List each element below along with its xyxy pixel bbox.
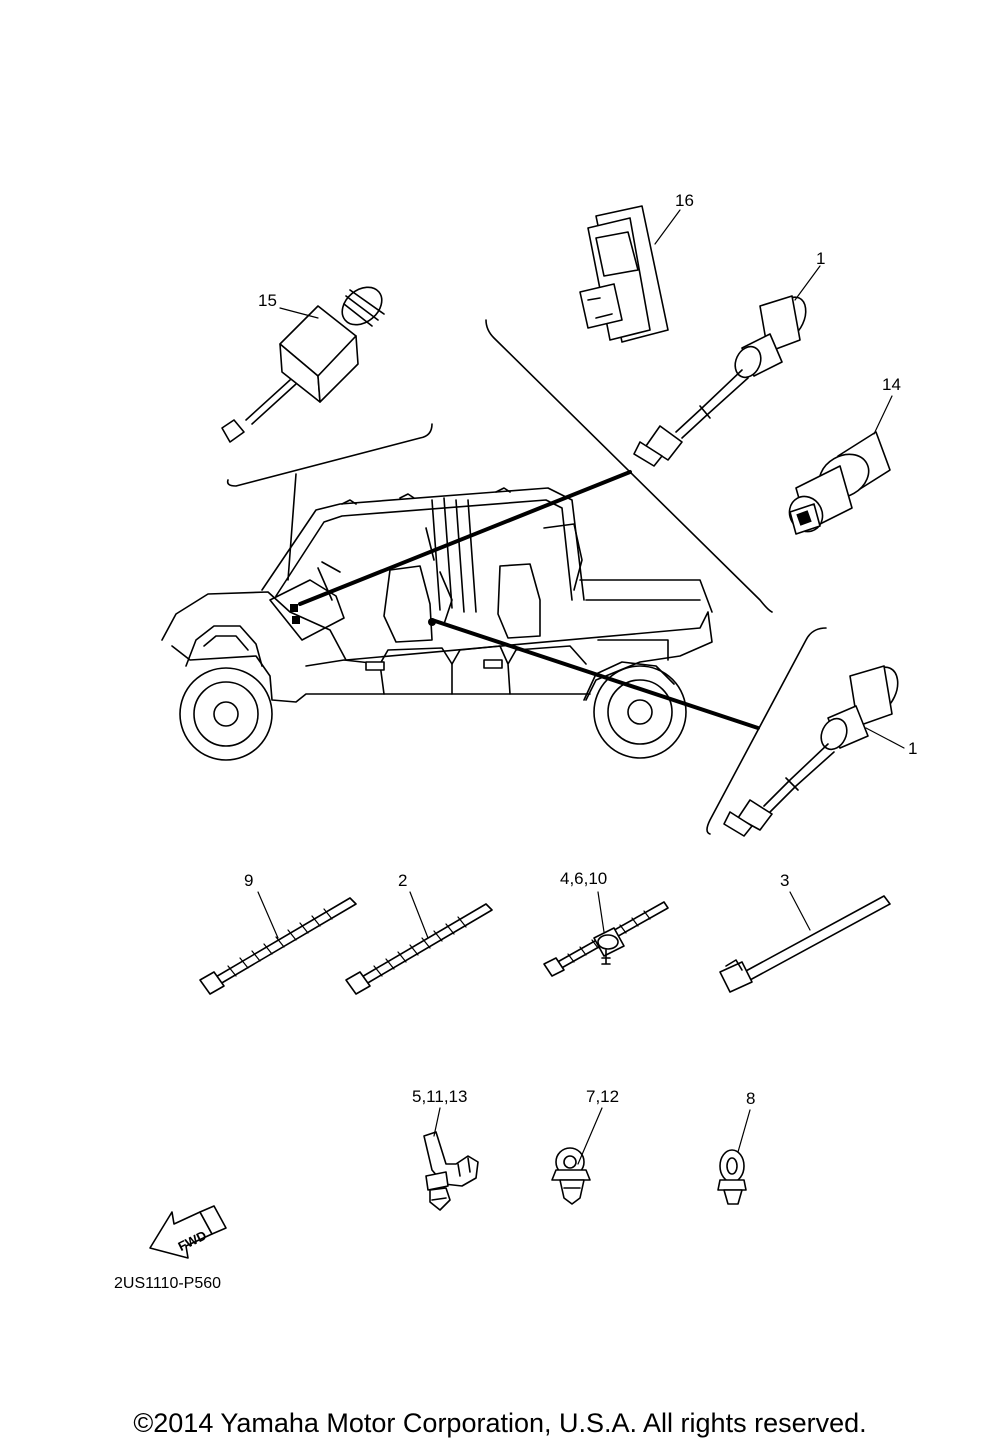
label-part-16: 16 <box>675 191 694 210</box>
part-1-socket-top[interactable] <box>633 265 821 467</box>
label-part-2: 2 <box>398 871 407 890</box>
utv-vehicle-illustration <box>161 487 713 761</box>
label-part-3: 3 <box>780 871 789 890</box>
label-part-1-right: 1 <box>908 739 917 758</box>
part-8-clamp[interactable] <box>717 1109 751 1205</box>
part-3-cable-tie[interactable] <box>719 891 891 993</box>
part-14-sensor[interactable] <box>783 395 893 538</box>
forward-direction-arrow: FWD <box>149 1205 227 1259</box>
label-part-7-12: 7,12 <box>586 1087 619 1106</box>
label-part-1-top: 1 <box>816 249 825 268</box>
part-16-connector-bracket[interactable] <box>579 205 681 343</box>
part-15-switch[interactable] <box>221 280 389 443</box>
label-part-9: 9 <box>244 871 253 890</box>
callout-bracket-15 <box>226 423 433 487</box>
label-part-14: 14 <box>882 375 901 394</box>
part-7-12-clamp[interactable] <box>551 1107 603 1205</box>
part-5-11-13-clamp[interactable] <box>423 1107 479 1211</box>
label-part-4-6-10: 4,6,10 <box>560 869 607 888</box>
part-1-socket-right[interactable] <box>723 661 905 837</box>
label-part-5-11-13: 5,11,13 <box>412 1087 467 1106</box>
leader-lines <box>287 470 760 730</box>
copyright-notice: ©2014 Yamaha Motor Corporation, U.S.A. A… <box>133 1408 867 1438</box>
diagram-code: 2US1110-P560 <box>114 1275 221 1292</box>
part-2-cable-tie[interactable] <box>345 891 493 995</box>
label-part-15: 15 <box>258 291 277 310</box>
part-9-cable-tie[interactable] <box>199 891 357 995</box>
part-4-6-10-cable-tie-clip[interactable] <box>543 891 669 977</box>
callout-bracket-upper-right <box>485 319 773 613</box>
label-part-8: 8 <box>746 1089 755 1108</box>
